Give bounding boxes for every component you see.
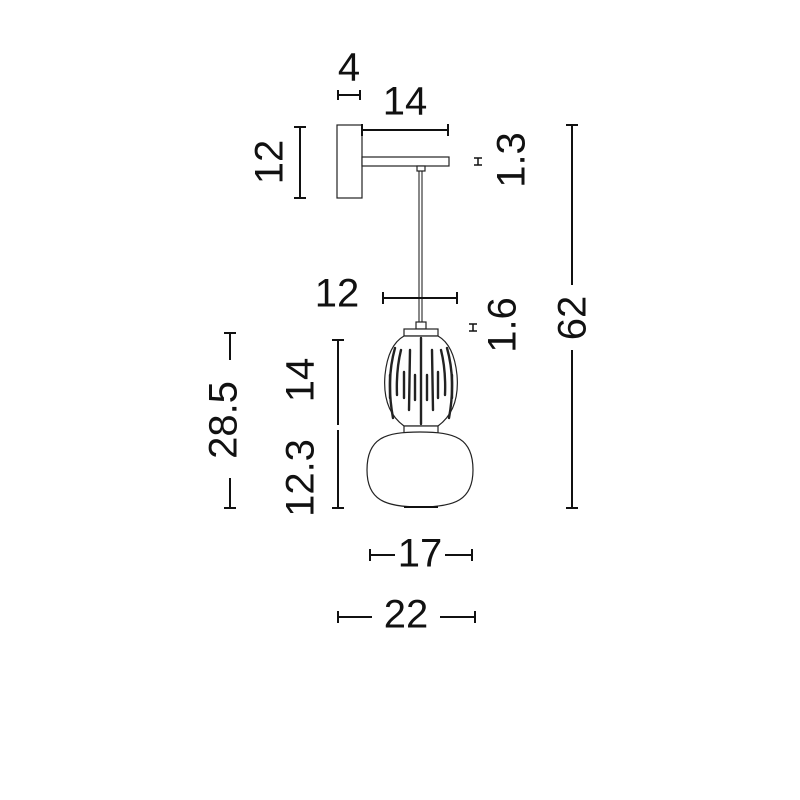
lamp-drawing [336, 124, 474, 508]
dim-shade-height: 28.5 [202, 381, 246, 459]
wall-plate [336, 124, 363, 199]
dim-globe-height: 12.3 [279, 439, 323, 517]
cage-ribs [388, 336, 454, 426]
cord-connector [415, 321, 427, 330]
dim-globe-width: 22 [384, 593, 429, 637]
dim-arm-thickness: 1.3 [490, 132, 534, 188]
dim-canopy-height: 1.6 [481, 297, 525, 353]
dim-plate-height: 12 [248, 140, 292, 185]
dim-arm-length: 14 [383, 80, 428, 124]
dim-cage-width: 17 [398, 532, 443, 576]
dim-plate-depth: 4 [338, 46, 360, 90]
glass-globe [366, 431, 474, 508]
dim-total-height: 62 [551, 296, 595, 341]
dim-canopy-width: 12 [315, 272, 360, 316]
canopy [403, 328, 439, 337]
cord-grip [416, 165, 426, 172]
arm [361, 156, 450, 167]
dim-cage-height: 14 [279, 358, 323, 403]
dimension-lines [224, 90, 578, 623]
